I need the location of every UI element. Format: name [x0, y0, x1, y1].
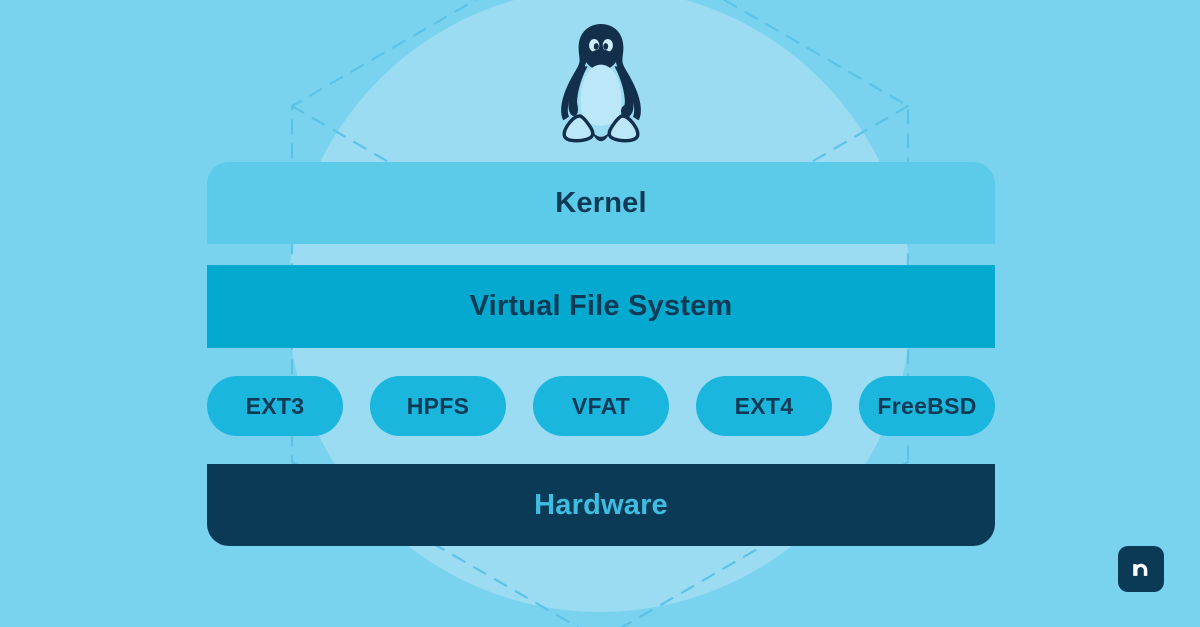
layer-virtual-file-system-label: Virtual File System [469, 290, 733, 322]
layer-kernel-label: Kernel [555, 186, 647, 219]
filesystem-pill-ext3-label: EXT3 [245, 392, 305, 419]
filesystem-pill-row: EXT3 HPFS VFAT EXT4 FreeBSD [207, 376, 995, 436]
filesystem-pill-hpfs: HPFS [370, 376, 506, 436]
filesystem-pill-ext3: EXT3 [207, 376, 343, 436]
layer-kernel: Kernel [207, 162, 995, 244]
layer-hardware-label: Hardware [534, 488, 668, 521]
filesystem-pill-ext4-label: EXT4 [734, 392, 794, 419]
filesystem-pill-freebsd-label: FreeBSD [877, 392, 977, 419]
filesystem-pill-vfat: VFAT [533, 376, 669, 436]
filesystem-pill-freebsd: FreeBSD [859, 376, 995, 436]
layer-hardware: Hardware [207, 464, 995, 546]
filesystem-pill-vfat-label: VFAT [571, 392, 631, 419]
layer-virtual-file-system: Virtual File System [207, 265, 995, 348]
filesystem-pill-hpfs-label: HPFS [406, 392, 470, 419]
architecture-stack: Kernel Virtual File System EXT3 HPFS VFA… [207, 0, 995, 627]
filesystem-pill-ext4: EXT4 [696, 376, 832, 436]
tux-penguin-icon [561, 24, 641, 143]
ninjaone-n-logo-icon [1118, 546, 1164, 592]
